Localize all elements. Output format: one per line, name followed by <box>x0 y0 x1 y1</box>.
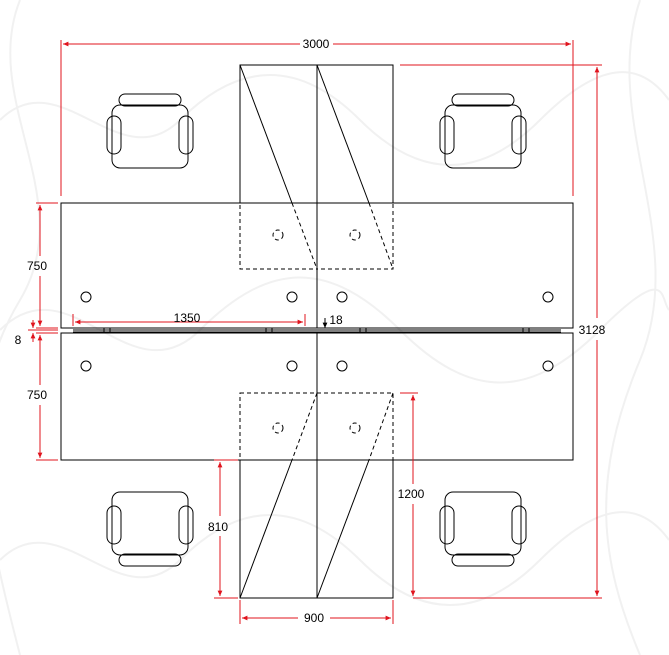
chair-bottom-right <box>439 491 527 567</box>
dimension-gap: 8 <box>15 320 58 347</box>
screen-bracket <box>522 327 530 334</box>
dimension-lower-desk-depth: 750 <box>27 332 58 461</box>
dimension-return-length: 810 <box>208 459 238 599</box>
dim-label-1350: 1350 <box>174 311 201 325</box>
return-cabinet-top-left <box>239 64 318 270</box>
dimension-screen-gap: 18 <box>322 313 343 328</box>
chair-top-right <box>439 93 527 169</box>
desk-bottom-right <box>316 332 574 461</box>
dim-label-18: 18 <box>329 313 343 327</box>
chair-bottom-left <box>106 491 194 567</box>
return-cabinet-bottom-right <box>316 392 394 599</box>
dim-label-900: 900 <box>304 611 324 625</box>
dimension-desk-length: 1350 <box>72 311 306 326</box>
dimension-return-width: 900 <box>239 600 394 625</box>
desk-top-left <box>60 202 318 329</box>
dimension-overall-width: 3000 <box>60 37 574 196</box>
dimension-pedestal-span: 1200 <box>398 392 425 596</box>
desk-top-right <box>316 202 574 329</box>
dim-label-810: 810 <box>208 520 228 534</box>
dim-label-750-lower: 750 <box>27 388 47 402</box>
screen-bracket <box>103 327 111 334</box>
screen-bracket <box>265 327 273 334</box>
screen-bracket <box>359 327 367 334</box>
screen-divider <box>73 327 561 334</box>
dim-label-3128: 3128 <box>579 323 606 337</box>
cable-grommets <box>80 291 554 372</box>
chair-top-left <box>106 93 194 169</box>
dim-label-750-upper: 750 <box>27 259 47 273</box>
dim-label-3000: 3000 <box>303 37 330 51</box>
dimension-upper-desk-depth: 750 <box>27 202 58 329</box>
return-cabinet-bottom-left <box>239 392 318 599</box>
dimension-overall-depth: 3128 <box>400 64 606 599</box>
dim-label-8: 8 <box>15 333 22 347</box>
dim-label-1200: 1200 <box>398 487 425 501</box>
desk-bottom-left <box>60 332 318 461</box>
return-cabinet-top-right <box>316 64 394 270</box>
